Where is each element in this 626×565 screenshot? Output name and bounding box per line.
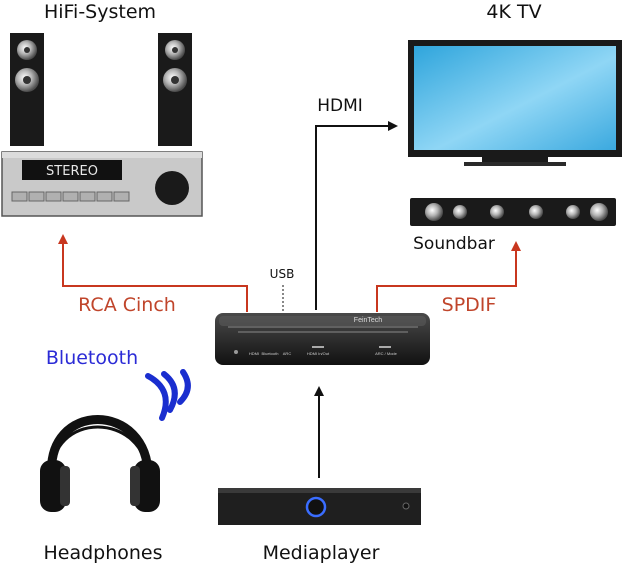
port-label-hdmi-inout: HDMI In/Out: [307, 351, 330, 356]
tv-screen: [414, 46, 616, 150]
rca-connection: [58, 234, 248, 312]
port-label-arc-mode: ARC / Mode: [375, 351, 398, 356]
device-brand: FeinTech: [354, 317, 383, 324]
port-label-arc: ARC: [283, 351, 292, 356]
port-label-hdmi: HDMI: [249, 351, 259, 356]
hifi-label: HiFi-System: [44, 1, 156, 23]
mediaplayer: [218, 488, 421, 525]
bluetooth-waves-icon: [145, 369, 191, 421]
tv-label: 4K TV: [486, 1, 541, 23]
power-button-icon: [305, 496, 327, 518]
port-label-bluetooth: Bluetooth: [262, 351, 279, 356]
headphones-label: Headphones: [43, 542, 162, 564]
bluetooth-label: Bluetooth: [46, 347, 138, 369]
speaker-right: [158, 33, 192, 146]
volume-knob: [155, 171, 189, 205]
tv: [408, 40, 622, 166]
hdmi-label: HDMI: [317, 96, 363, 116]
stereo-receiver: STEREO: [1, 151, 203, 217]
feintech-converter: FeinTech HDMI Bluetooth ARC HDMI In/Out …: [215, 313, 430, 365]
soundbar-label: Soundbar: [413, 234, 495, 254]
spdif-label: SPDIF: [442, 294, 497, 316]
headphones-icon: [40, 415, 160, 512]
mediaplayer-label: Mediaplayer: [263, 542, 380, 564]
spdif-connection: [376, 241, 521, 312]
speaker-left: [10, 33, 44, 146]
hdmi-connection: [315, 121, 398, 310]
receiver-display: STEREO: [46, 164, 98, 179]
rca-label: RCA Cinch: [78, 294, 176, 316]
soundbar: [410, 198, 616, 226]
usb-label: USB: [270, 267, 295, 281]
